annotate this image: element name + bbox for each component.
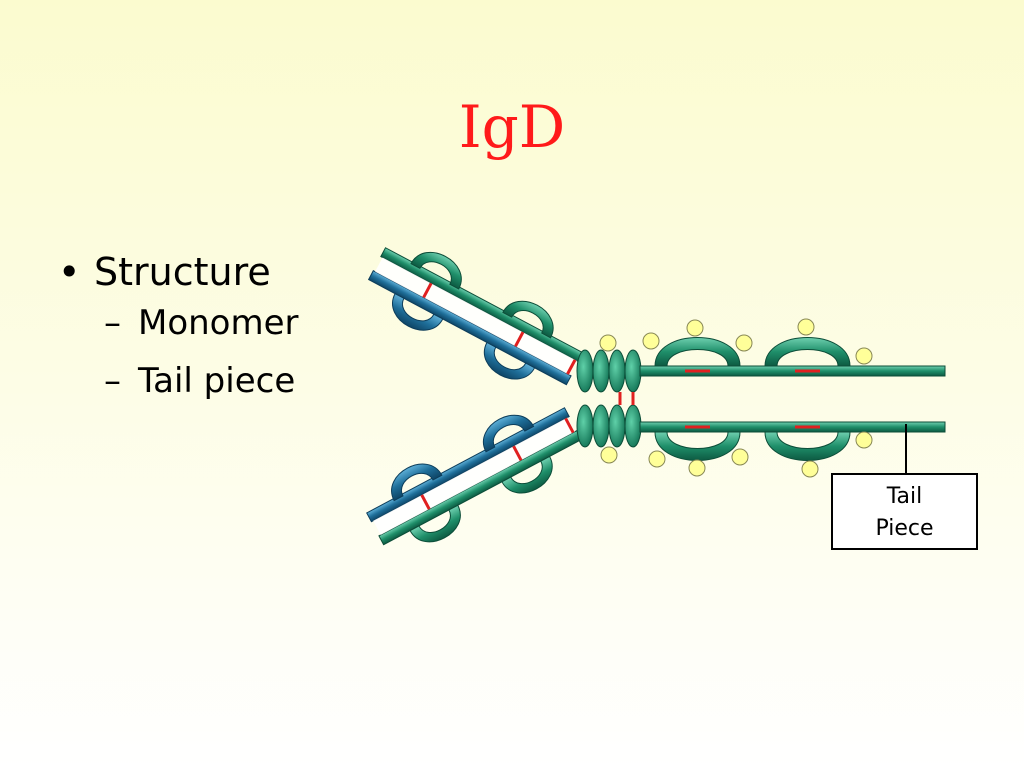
bullet-marker: • <box>58 250 81 294</box>
ch-domain <box>764 337 851 367</box>
fab-arm-lower <box>366 407 583 546</box>
fab-arm-upper <box>367 247 584 386</box>
ch-domain <box>654 337 741 367</box>
hinge-oval <box>576 349 594 393</box>
light-domain <box>392 292 444 331</box>
carbohydrate-circle <box>600 446 618 464</box>
hinge-oval <box>608 404 626 448</box>
carbohydrates <box>599 318 873 478</box>
callout-line-2: Piece <box>875 516 934 541</box>
heavy-domain <box>501 455 553 494</box>
bullet-label: Structure <box>94 250 271 294</box>
carbohydrate-circle <box>735 334 753 352</box>
disulfide-bond <box>422 282 433 299</box>
carbohydrate-circle <box>855 431 873 449</box>
ch-domain <box>764 431 851 461</box>
carbohydrate-circle <box>797 318 815 336</box>
heavy-domain <box>502 300 554 339</box>
carbohydrate-circle <box>642 332 660 350</box>
sub-bullet-tail-piece: –Tail piece <box>58 352 299 410</box>
light-chain-segment <box>367 270 572 386</box>
hinge-region <box>576 349 642 448</box>
heavy-domain <box>409 504 461 543</box>
heavy-chain-tail-lower <box>639 421 946 433</box>
heavy-chain-segment <box>378 430 583 546</box>
disulfide-bond <box>512 445 523 461</box>
slide-title: IgD <box>458 93 566 161</box>
sub-bullet-label: Tail piece <box>138 361 296 401</box>
dash-marker: – <box>104 361 121 401</box>
dash-marker: – <box>104 303 121 343</box>
disulfide-bond <box>566 359 577 375</box>
heavy-chain-segment <box>380 247 584 363</box>
light-chain-segment <box>366 407 570 523</box>
hinge-oval <box>576 404 594 448</box>
hinge-oval <box>592 349 610 393</box>
disulfide-bond <box>420 494 431 510</box>
ch-domain <box>654 431 741 461</box>
carbohydrate-circle <box>599 334 617 352</box>
fc-region <box>639 337 946 461</box>
heavy-domain <box>410 251 462 290</box>
hinge-oval <box>624 349 642 393</box>
bullet-list: • Structure –Monomer –Tail piece <box>58 250 299 410</box>
heavy-chain-tail-upper <box>639 365 946 377</box>
disulfide-bond <box>514 331 525 348</box>
hinge-oval <box>608 349 626 393</box>
hinge-oval <box>624 404 642 448</box>
carbohydrate-circle <box>855 347 873 365</box>
light-domain <box>484 341 536 380</box>
sub-bullet-monomer: –Monomer <box>58 294 299 352</box>
hinge-oval <box>592 404 610 448</box>
tail-piece-callout: Tail Piece <box>831 473 978 550</box>
carbohydrate-circle <box>801 460 819 478</box>
carbohydrate-circle <box>688 459 706 477</box>
light-domain <box>483 414 535 453</box>
carbohydrate-circle <box>648 450 666 468</box>
disulfide-bond <box>564 417 575 434</box>
light-domain <box>391 463 443 502</box>
carbohydrate-circle <box>686 319 704 337</box>
bullet-structure: • Structure <box>58 250 299 294</box>
sub-bullet-label: Monomer <box>138 303 299 343</box>
carbohydrate-circle <box>731 448 749 466</box>
callout-line-1: Tail <box>886 484 923 509</box>
